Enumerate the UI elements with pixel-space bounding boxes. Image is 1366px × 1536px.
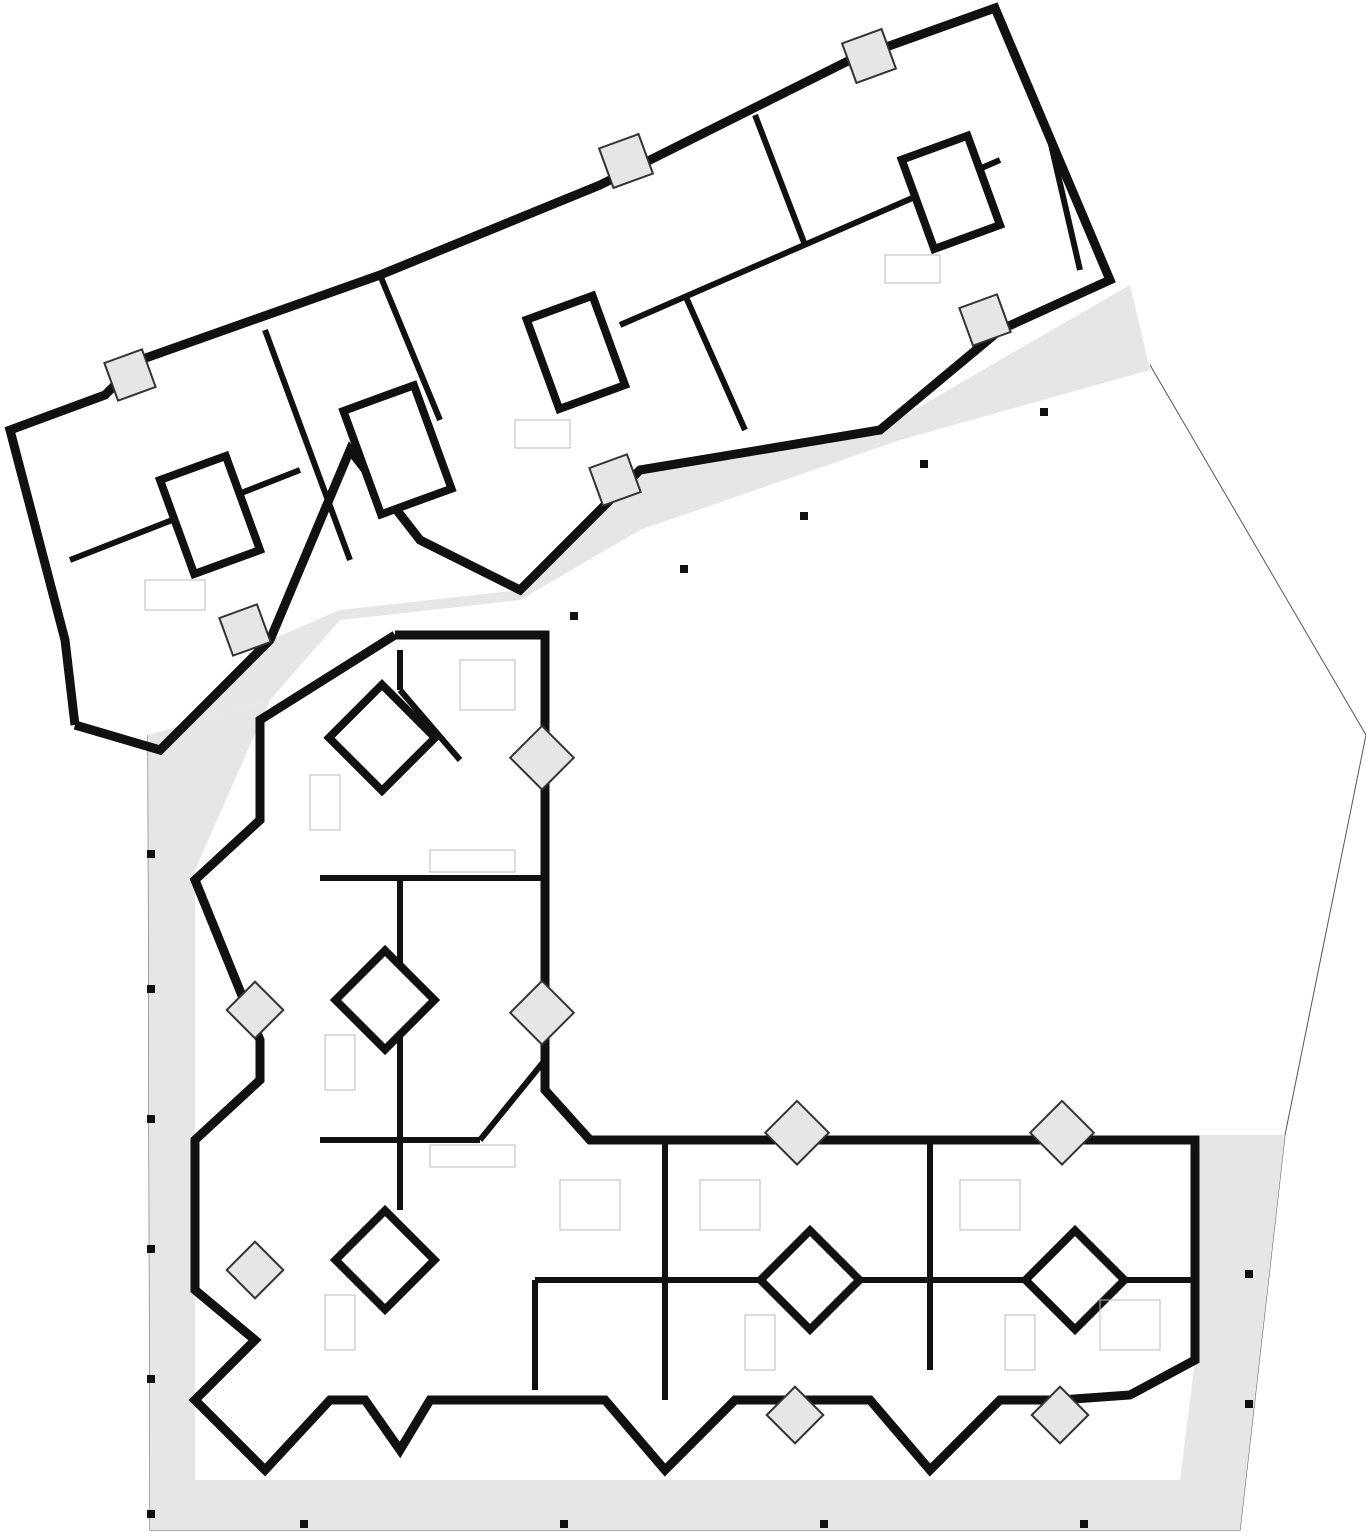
paving-courtyard-north xyxy=(148,285,1150,750)
columns xyxy=(147,408,1253,1528)
bathroom-core xyxy=(323,679,441,797)
bathroom-core xyxy=(754,1224,866,1336)
bathroom-core xyxy=(521,290,631,415)
bathroom-core xyxy=(329,944,441,1056)
stair-core xyxy=(338,380,457,520)
furniture xyxy=(144,254,1161,1371)
site-boundary xyxy=(147,364,1366,1531)
balconies xyxy=(103,27,1096,1445)
south-building-outer-wall xyxy=(188,630,1200,1477)
bathroom-core xyxy=(1019,1224,1131,1336)
paving-west xyxy=(148,700,1285,1530)
bathroom-core xyxy=(329,1204,441,1316)
bathroom-core xyxy=(154,450,266,580)
bathroom-core xyxy=(896,130,1006,255)
north-wing-outer-wall xyxy=(4,2,1116,756)
